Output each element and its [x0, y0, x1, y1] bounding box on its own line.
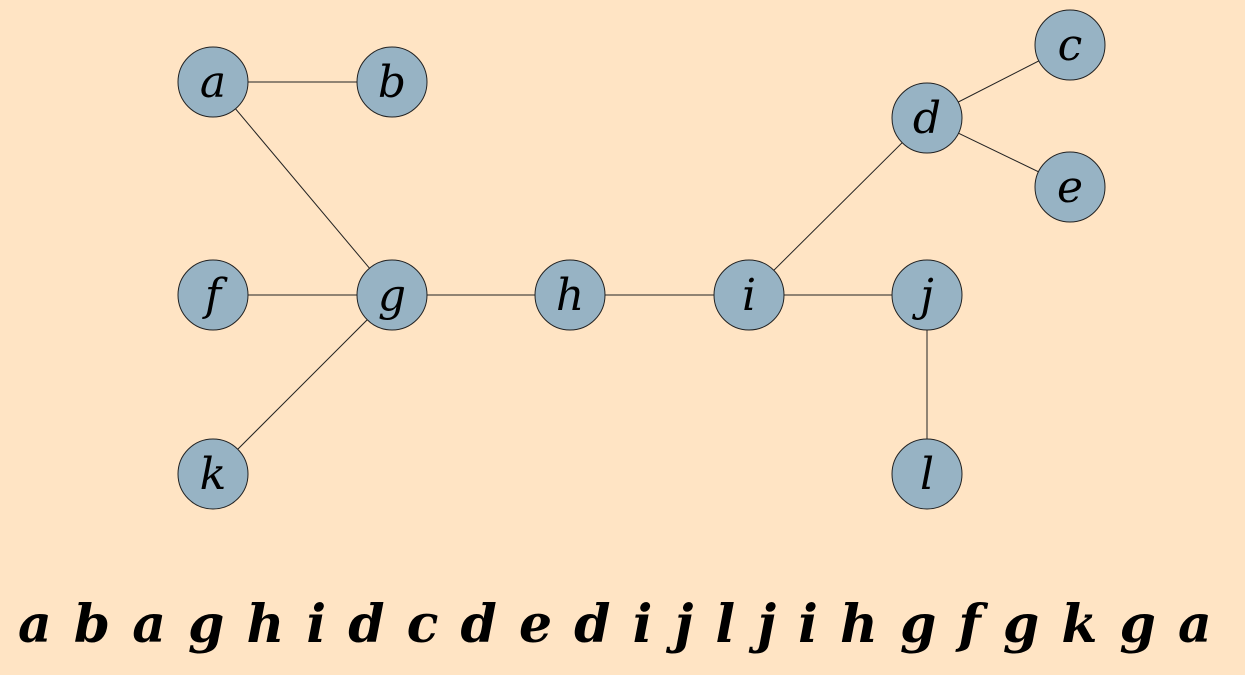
node-e: e	[1034, 151, 1106, 223]
tree-diagram: a b c d e f g h i j k l	[177, 9, 1106, 510]
edge-a-g	[212, 81, 393, 296]
node-circle-j	[891, 259, 963, 331]
node-label-i: i	[742, 270, 756, 321]
node-label-d: d	[913, 93, 941, 144]
node-label-c: c	[1058, 20, 1083, 71]
edge-g-k	[212, 294, 393, 475]
node-label-g: g	[378, 270, 406, 321]
node-a: a	[177, 46, 249, 118]
node-circle-c	[1034, 9, 1106, 81]
node-circle-e	[1034, 151, 1106, 223]
node-label-l: l	[920, 449, 934, 500]
node-d: d	[891, 82, 963, 154]
node-label-k: k	[200, 449, 227, 500]
node-circle-b	[356, 46, 428, 118]
node-l: l	[891, 438, 963, 510]
node-circle-d	[891, 82, 963, 154]
node-label-b: b	[378, 57, 406, 108]
node-f: f	[177, 259, 249, 331]
node-label-e: e	[1057, 162, 1083, 213]
node-circle-f	[177, 259, 249, 331]
node-h: h	[534, 259, 606, 331]
traversal-sequence: a b a g h i d c d e d i j l j i h g f g …	[18, 594, 1212, 655]
node-circle-g	[356, 259, 428, 331]
node-circle-l	[891, 438, 963, 510]
node-circle-h	[534, 259, 606, 331]
node-j: j	[891, 259, 963, 331]
node-circle-i	[713, 259, 785, 331]
node-label-h: h	[556, 270, 584, 321]
node-b: b	[356, 46, 428, 118]
node-label-a: a	[200, 57, 226, 108]
node-circle-a	[177, 46, 249, 118]
node-g: g	[356, 259, 428, 331]
edge-i-d	[748, 117, 928, 296]
node-c: c	[1034, 9, 1106, 81]
node-k: k	[177, 438, 249, 510]
node-i: i	[713, 259, 785, 331]
node-circle-k	[177, 438, 249, 510]
nodes-layer: a b c d e f g h i j k l	[177, 9, 1106, 510]
